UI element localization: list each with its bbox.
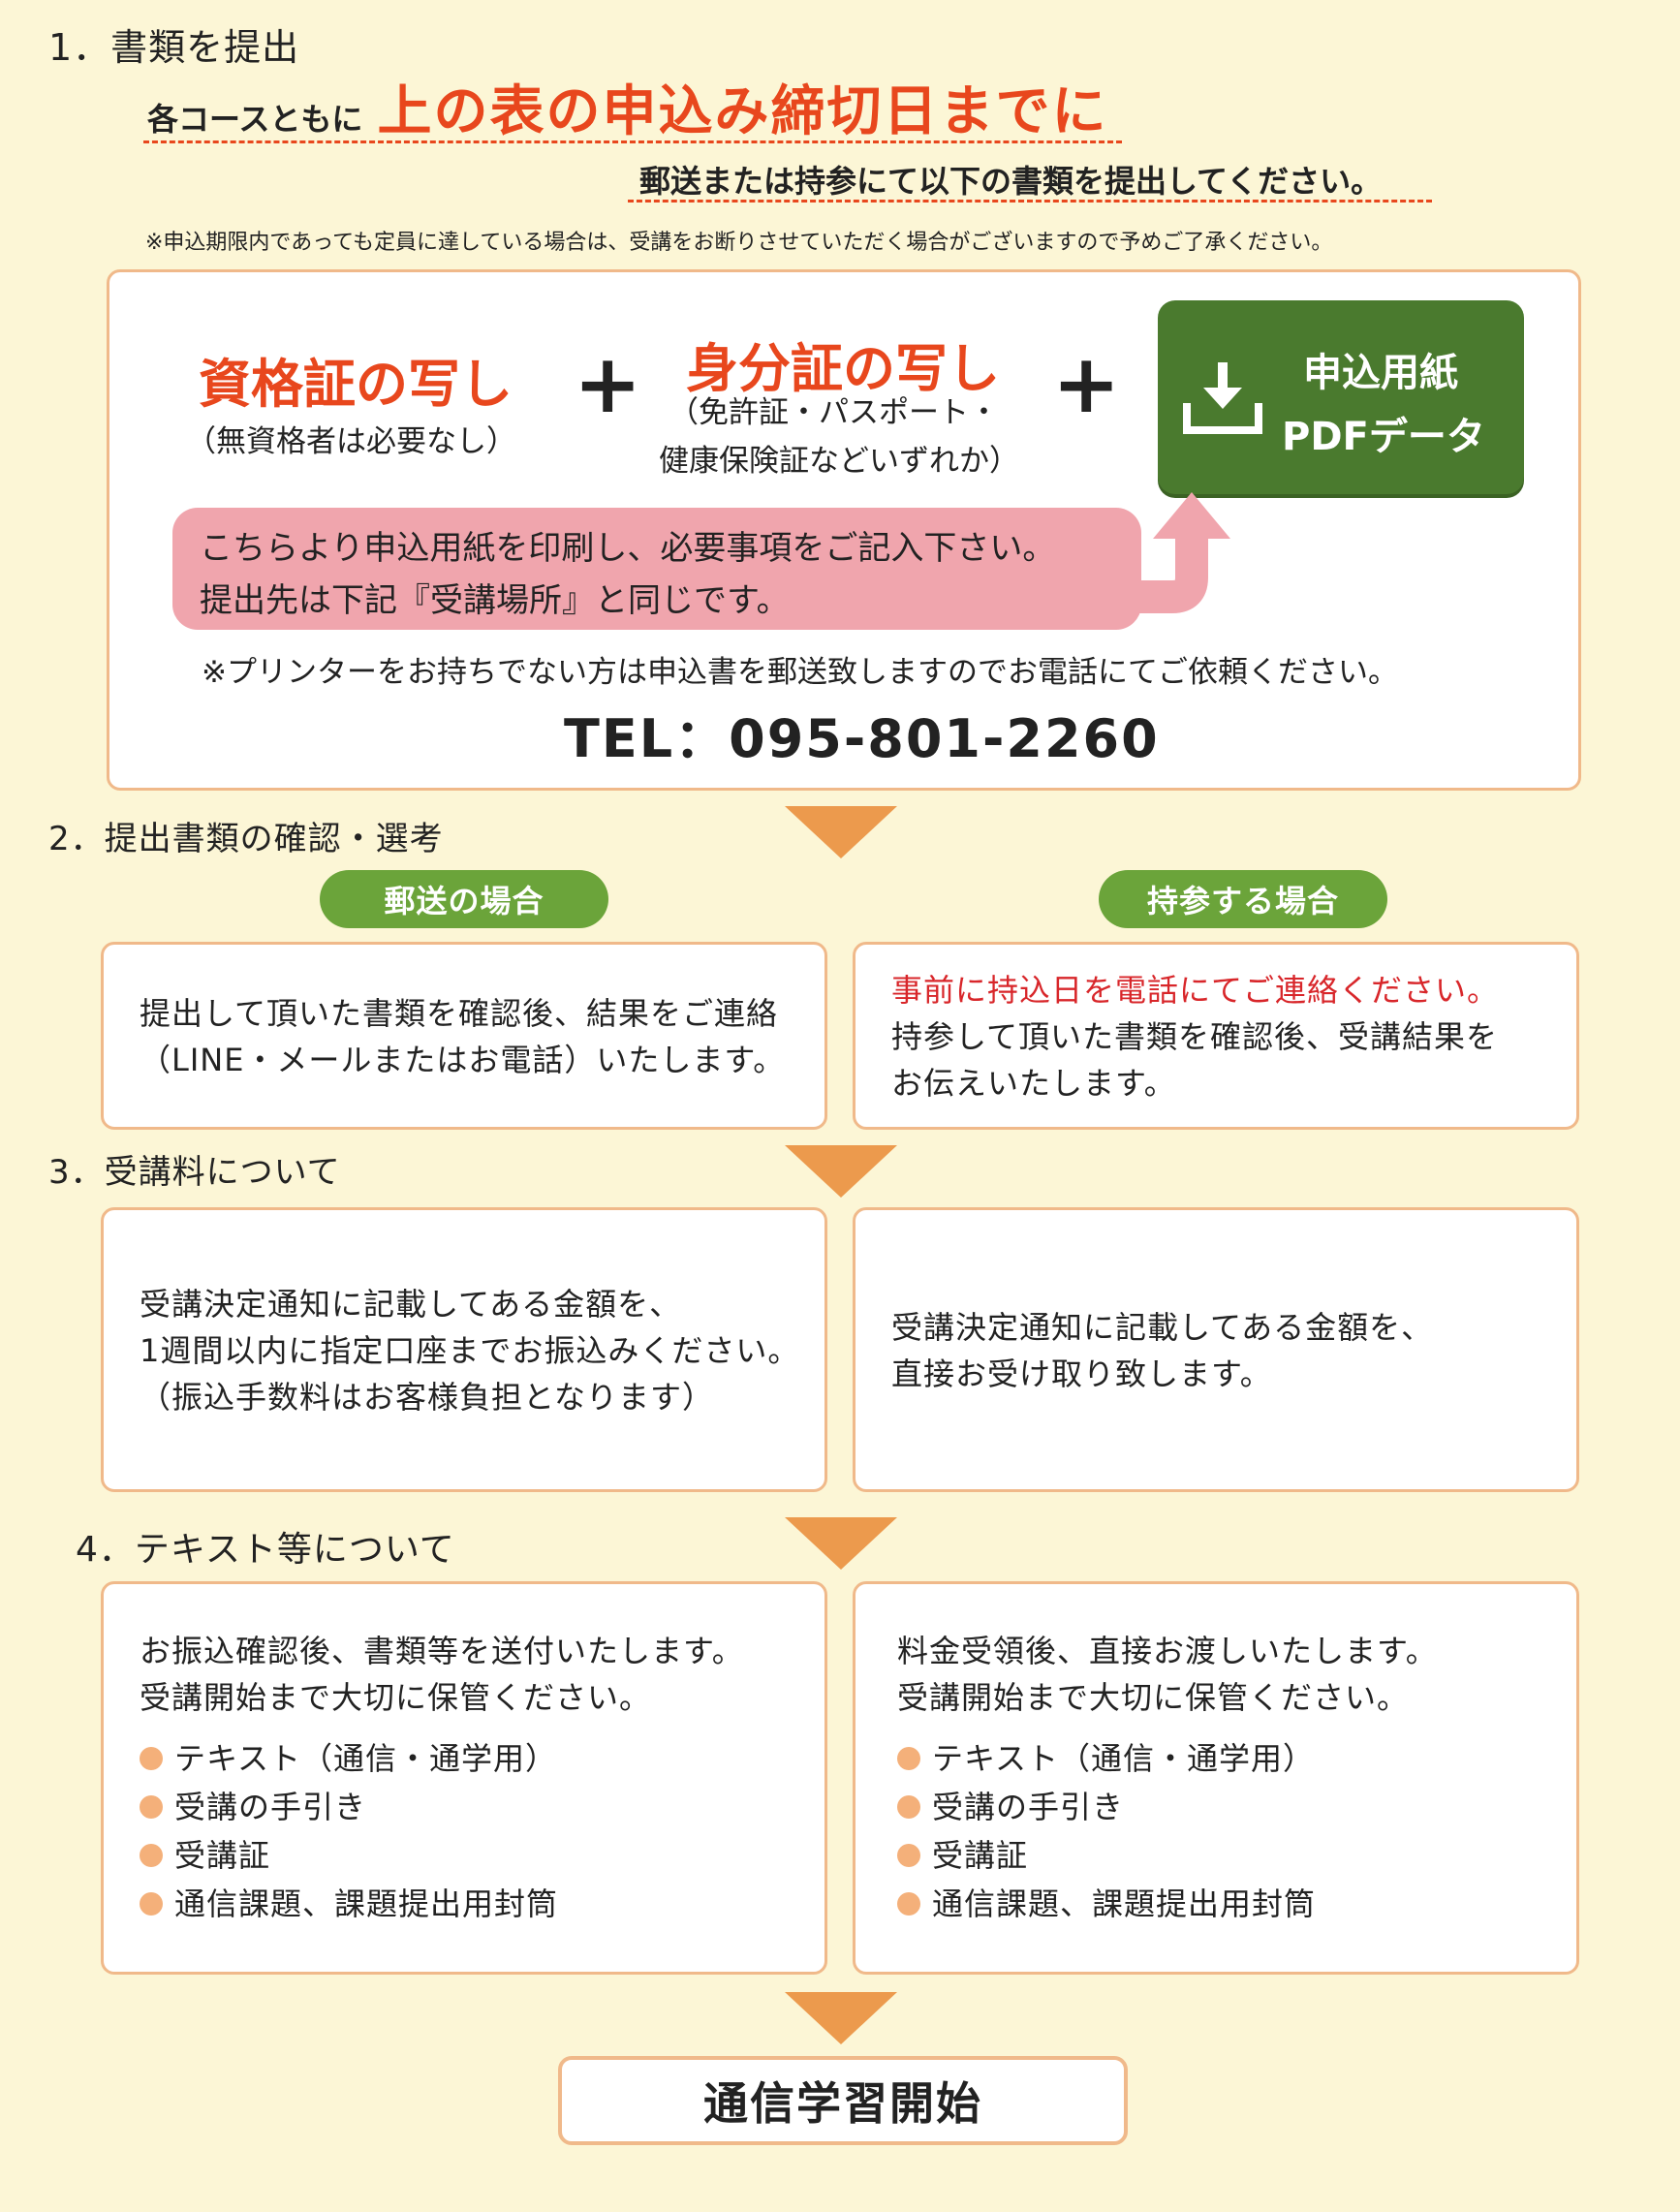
pink-line-1: こちらより申込用紙を印刷し、必要事項をご記入下さい。 bbox=[200, 529, 1056, 568]
fee-transfer-box bbox=[101, 1207, 827, 1492]
bring-warning: 事前に持込日を電話にてご連絡ください。 bbox=[891, 972, 1500, 1009]
mail-case-box bbox=[101, 942, 827, 1130]
lead-second-text: 郵送または持参にて以下の書類を提出してください。 bbox=[639, 163, 1383, 200]
list-item: 受講証 bbox=[140, 1831, 558, 1880]
deadline-lead: 各コースともに 上の表の申込み締切日までに bbox=[147, 68, 1108, 146]
lead-underline bbox=[143, 140, 1122, 143]
fee-right-line-2: 直接お受け取り致します。 bbox=[891, 1355, 1272, 1392]
list-item: 受講証 bbox=[897, 1831, 1316, 1880]
id-copy-sub1: （免許証・パスポート・ bbox=[669, 395, 999, 430]
plus-icon: + bbox=[1052, 336, 1121, 431]
list-item: 受講の手引き bbox=[897, 1783, 1316, 1831]
text-mail-intro: お振込確認後、書類等を送付いたします。 受講開始まで大切に保管ください。 bbox=[140, 1628, 744, 1721]
text-direct-intro: 料金受領後、直接お渡しいたします。 受講開始まで大切に保管ください。 bbox=[897, 1628, 1438, 1721]
pink-arrow bbox=[1085, 492, 1230, 613]
text-left-line-1: お振込確認後、書類等を送付いたします。 bbox=[140, 1633, 744, 1669]
list-item-label: 通信課題、課題提出用封筒 bbox=[932, 1885, 1317, 1922]
lead-small-text: 各コースともに bbox=[147, 101, 363, 138]
list-item-label: テキスト（通信・通学用） bbox=[932, 1740, 1316, 1777]
step2-heading: 2．提出書類の確認・選考 bbox=[48, 820, 444, 858]
bullet-dot bbox=[897, 1892, 920, 1916]
mail-case-label: 郵送の場合 bbox=[320, 870, 608, 928]
bullet-dot bbox=[140, 1795, 163, 1819]
pdf-label-1: 申込用紙 bbox=[1303, 351, 1458, 395]
step1-heading: 1．書類を提出 bbox=[48, 26, 300, 69]
pdf-download-button[interactable]: 申込用紙 PDFデータ bbox=[1158, 300, 1524, 494]
list-item-label: テキスト（通信・通学用） bbox=[174, 1740, 558, 1777]
list-item-label: 受講証 bbox=[932, 1837, 1029, 1874]
bullet-dot bbox=[897, 1795, 920, 1819]
bring-case-label: 持参する場合 bbox=[1099, 870, 1387, 928]
list-item-label: 受講の手引き bbox=[174, 1789, 367, 1825]
list-item-label: 受講証 bbox=[174, 1837, 271, 1874]
plus-icon: + bbox=[574, 336, 642, 431]
notice-text: ※申込期限内であっても定員に達している場合は、受講をお断りさせていただく場合がご… bbox=[145, 231, 1333, 255]
mail-case-text: 提出して頂いた書類を確認後、結果をご連絡 （LINE・メールまたはお電話）いたし… bbox=[140, 990, 785, 1083]
fee-left-line-3: （振込手数料はお客様負担となります） bbox=[140, 1379, 715, 1416]
lead-second-underline bbox=[628, 200, 1432, 203]
bullet-dot bbox=[897, 1844, 920, 1867]
bring-line-1: 持参して頂いた書類を確認後、受講結果を bbox=[891, 1018, 1499, 1055]
fee-direct-text: 受講決定通知に記載してある金額を、 直接お受け取り致します。 bbox=[891, 1304, 1433, 1397]
pink-line-2: 提出先は下記『受講場所』と同じです。 bbox=[200, 581, 790, 620]
arrow-down bbox=[785, 1517, 897, 1570]
text-right-line-1: 料金受領後、直接お渡しいたします。 bbox=[897, 1633, 1438, 1669]
download-icon bbox=[1183, 362, 1262, 434]
text-mail-box bbox=[101, 1581, 827, 1975]
text-right-line-2: 受講開始まで大切に保管ください。 bbox=[897, 1679, 1410, 1716]
list-item: 受講の手引き bbox=[140, 1783, 558, 1831]
bring-case-box bbox=[853, 942, 1579, 1130]
study-start-label: 通信学習開始 bbox=[703, 2077, 982, 2130]
pdf-label-2: PDFデータ bbox=[1282, 415, 1485, 459]
list-item: 通信課題、課題提出用封筒 bbox=[897, 1880, 1316, 1928]
mail-line-1: 提出して頂いた書類を確認後、結果をご連絡 bbox=[140, 995, 779, 1032]
text-mail-list: テキスト（通信・通学用） 受講の手引き 受講証 通信課題、課題提出用封筒 bbox=[140, 1734, 558, 1928]
tel-number[interactable]: TEL：095-801-2260 bbox=[564, 708, 1160, 769]
bring-case-text: 事前に持込日を電話にてご連絡ください。 持参して頂いた書類を確認後、受講結果を … bbox=[891, 967, 1499, 1106]
arrow-down bbox=[785, 806, 897, 858]
list-item-label: 通信課題、課題提出用封筒 bbox=[174, 1885, 559, 1922]
bring-line-2: お伝えいたします。 bbox=[891, 1065, 1176, 1102]
id-copy-title: 身分証の写し bbox=[686, 338, 1000, 399]
fee-direct-box bbox=[853, 1207, 1579, 1492]
list-item: テキスト（通信・通学用） bbox=[897, 1734, 1316, 1783]
printer-note: ※プリンターをお持ちでない方は申込書を郵送致しますのでお電話にてご依頼ください。 bbox=[202, 655, 1398, 690]
study-start-box: 通信学習開始 bbox=[558, 2056, 1128, 2145]
step4-heading: 4．テキスト等について bbox=[76, 1530, 455, 1570]
mail-line-2: （LINE・メールまたはお電話）いたします。 bbox=[140, 1042, 786, 1078]
list-item-label: 受講の手引き bbox=[932, 1789, 1125, 1825]
text-direct-box bbox=[853, 1581, 1579, 1975]
id-copy-sub2: 健康保険証などいずれか） bbox=[659, 444, 1019, 479]
license-copy-title: 資格証の写し bbox=[199, 354, 513, 415]
bullet-dot bbox=[140, 1892, 163, 1916]
fee-transfer-text: 受講決定通知に記載してある金額を、 1週間以内に指定口座までお振込みください。 … bbox=[140, 1281, 799, 1420]
pink-instruction: こちらより申込用紙を印刷し、必要事項をご記入下さい。 提出先は下記『受講場所』と… bbox=[172, 508, 1141, 630]
fee-left-line-2: 1週間以内に指定口座までお振込みください。 bbox=[140, 1332, 800, 1369]
list-item: 通信課題、課題提出用封筒 bbox=[140, 1880, 558, 1928]
arrow-down bbox=[785, 1992, 897, 2044]
step3-heading: 3．受講料について bbox=[48, 1153, 341, 1192]
license-copy-sub: （無資格者は必要なし） bbox=[186, 424, 516, 459]
fee-left-line-1: 受講決定通知に記載してある金額を、 bbox=[140, 1286, 682, 1323]
bullet-dot bbox=[140, 1747, 163, 1770]
arrow-down bbox=[785, 1145, 897, 1198]
text-direct-list: テキスト（通信・通学用） 受講の手引き 受講証 通信課題、課題提出用封筒 bbox=[897, 1734, 1316, 1928]
bullet-dot bbox=[897, 1747, 920, 1770]
list-item: テキスト（通信・通学用） bbox=[140, 1734, 558, 1783]
lead-big-text: 上の表の申込み締切日までに bbox=[377, 80, 1108, 143]
text-left-line-2: 受講開始まで大切に保管ください。 bbox=[140, 1679, 652, 1716]
fee-right-line-1: 受講決定通知に記載してある金額を、 bbox=[891, 1309, 1434, 1346]
bullet-dot bbox=[140, 1844, 163, 1867]
